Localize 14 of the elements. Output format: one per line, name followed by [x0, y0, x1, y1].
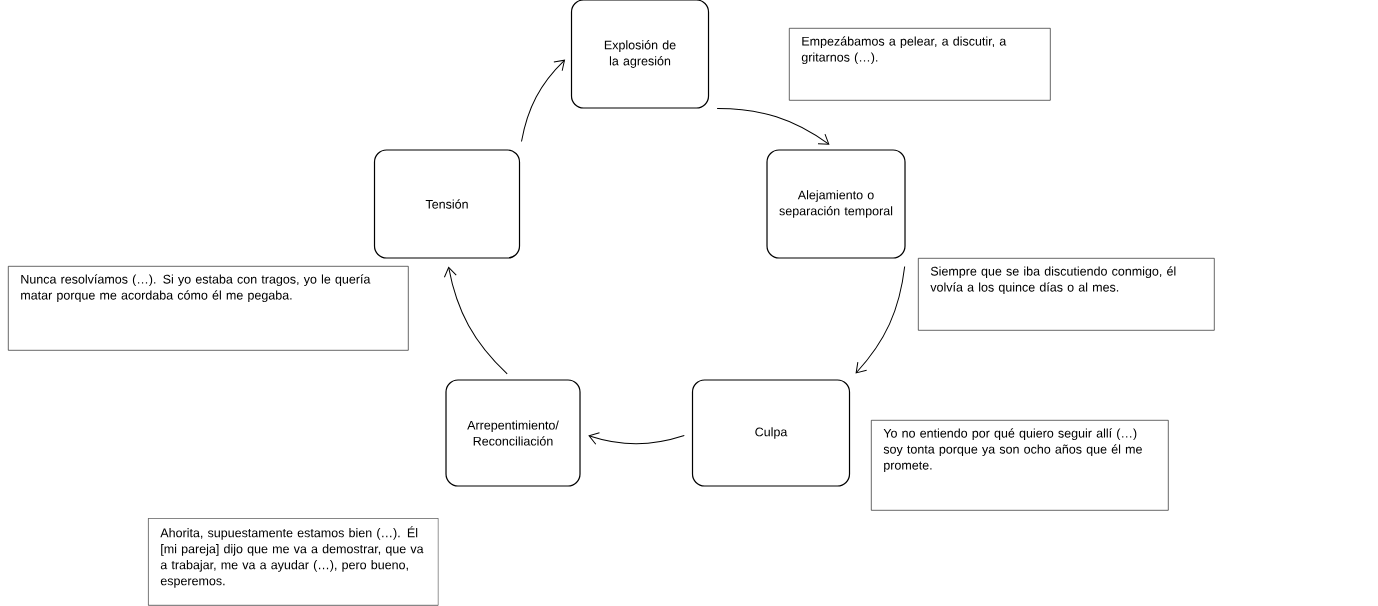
curved-arrow: [588, 432, 685, 445]
quote-box: Empezábamos a pelear, a discutir, a gritarnos (…).: [789, 28, 1051, 101]
stage-box: Explosión de la agresión: [570, 0, 710, 109]
curved-arrow: [443, 266, 508, 375]
curved-arrow: [716, 108, 830, 145]
stage-box: Arrepentimiento/ Reconciliación: [445, 379, 581, 487]
quote-box: Siempre que se iba discutiendo conmigo, él volvía a los quince días o al mes.: [918, 258, 1215, 331]
stage-box: Tensión: [373, 149, 521, 259]
curved-arrow: [521, 59, 565, 143]
quote-box: Ahorita, supuestamente estamos bien (…). Él [mi pareja] dijo que me va a demostrar, que va a trabajar, me va a ayudar (…), pero bueno, esperemos.: [148, 518, 439, 606]
quote-box: Nunca resolvíamos (…). Si yo estaba con tragos, yo le quería matar porque me acordaba cómo él me pegaba.: [8, 266, 409, 351]
stage-box: Culpa: [691, 379, 851, 487]
stage-box: Alejamiento o separación temporal: [766, 149, 906, 259]
quote-box: Yo no entiendo por qué quiero seguir allí (…) soy tonta porque ya son ocho años que él me promete.: [871, 420, 1169, 511]
